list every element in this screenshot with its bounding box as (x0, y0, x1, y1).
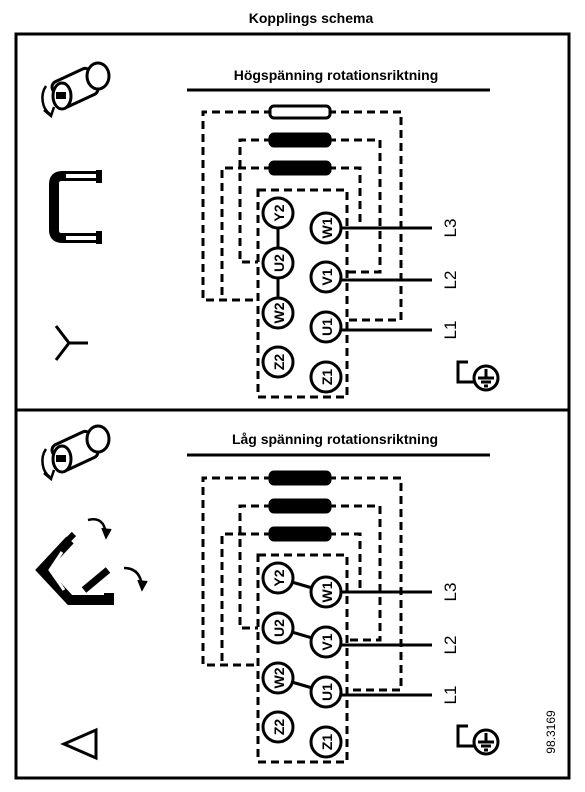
terminal-u2: U2 (261, 246, 295, 280)
line-label-l3: L3 (441, 583, 460, 602)
star-symbol (54, 325, 88, 361)
supply-lines (341, 590, 432, 697)
panel-low-voltage: Låg spänning rotationsriktning (35, 424, 558, 764)
terminal-w1: W1 (309, 575, 343, 609)
terminal-y2: Y2 (261, 561, 295, 595)
terminal-y2: Y2 (261, 196, 295, 230)
rotation-direction-icon (41, 424, 111, 482)
line-label-l2: L2 (441, 271, 460, 290)
panel-heading: Högspänning rotationsriktning (234, 67, 439, 83)
svg-text:U2: U2 (271, 619, 287, 637)
terminal-z2: Z2 (261, 345, 295, 379)
panel-heading: Låg spänning rotationsriktning (232, 431, 438, 447)
svg-text:U2: U2 (271, 254, 287, 272)
svg-text:Z2: Z2 (271, 354, 287, 371)
svg-text:W1: W1 (319, 581, 335, 602)
winding-loops (201, 110, 403, 322)
terminal-w2: W2 (261, 296, 295, 330)
terminal-z1: Z1 (309, 725, 343, 759)
terminal-u1: U1 (309, 310, 343, 344)
svg-text:Y2: Y2 (271, 569, 287, 586)
triple-bridge-icon (35, 518, 148, 605)
windings (268, 104, 332, 176)
svg-text:Z2: Z2 (271, 719, 287, 736)
svg-text:V1: V1 (319, 633, 335, 650)
terminal-z2: Z2 (261, 710, 295, 744)
svg-text:W1: W1 (319, 217, 335, 238)
terminal-u2: U2 (261, 611, 295, 645)
outer-frame (14, 32, 571, 780)
svg-text:W2: W2 (271, 302, 287, 323)
svg-text:Z1: Z1 (319, 734, 335, 751)
terminal-w1: W1 (309, 211, 343, 245)
terminal-v1: V1 (309, 625, 343, 659)
line-label-l1: L1 (441, 686, 460, 705)
terminal-v1: V1 (309, 260, 343, 294)
terminal-z1: Z1 (309, 360, 343, 394)
line-label-l3: L3 (441, 219, 460, 238)
svg-text:Y2: Y2 (271, 204, 287, 221)
svg-text:U1: U1 (319, 683, 335, 701)
supply-lines (341, 226, 432, 332)
line-label-l1: L1 (441, 321, 460, 340)
diagram-title: Kopplings schema (249, 10, 374, 26)
svg-text:V1: V1 (319, 268, 335, 285)
svg-text:U1: U1 (319, 318, 335, 336)
panel-high-voltage: Högspänning rotationsriktning (41, 61, 500, 399)
earth-ground-icon (456, 360, 500, 392)
terminal-w2: W2 (261, 661, 295, 695)
rotation-direction-icon (41, 61, 111, 119)
line-label-l2: L2 (441, 636, 460, 655)
drawing-number: 98.3169 (544, 710, 558, 754)
earth-ground-icon (456, 724, 500, 756)
windings (268, 470, 332, 542)
svg-text:Z1: Z1 (319, 369, 335, 386)
bridge-icon (49, 170, 102, 244)
delta-symbol (60, 727, 98, 761)
svg-text:W2: W2 (271, 667, 287, 688)
terminal-u1: U1 (309, 675, 343, 709)
